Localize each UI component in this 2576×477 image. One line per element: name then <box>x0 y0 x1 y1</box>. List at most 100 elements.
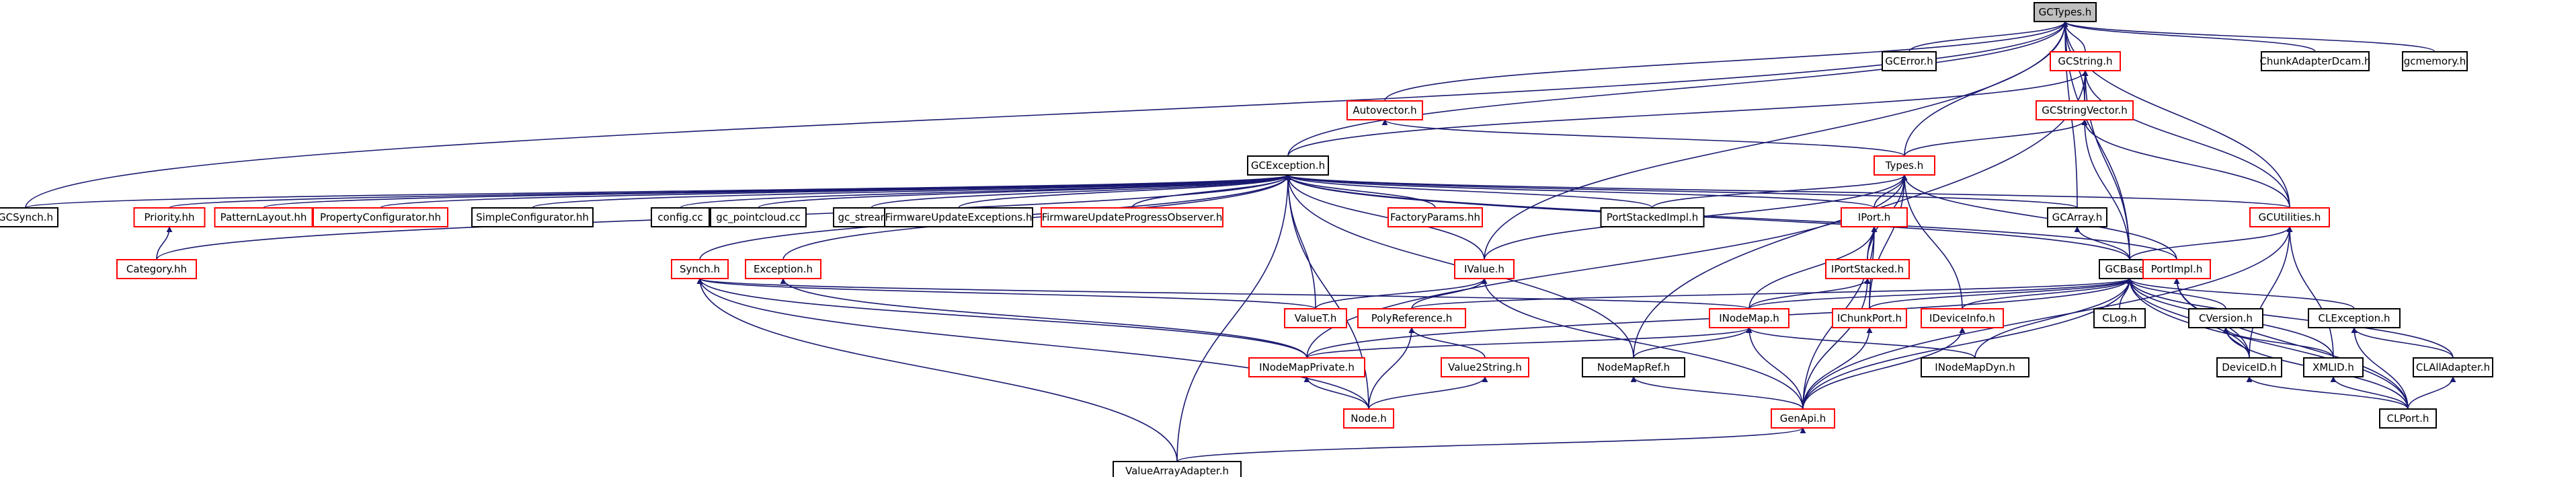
node-gcstringvector[interactable]: GCStringVector.h <box>2036 100 2134 120</box>
node-box-xmlid[interactable] <box>2303 357 2364 377</box>
node-box-exception[interactable] <box>745 259 821 279</box>
node-box-simpleconfig[interactable] <box>471 207 594 227</box>
node-clalladapter[interactable]: CLAllAdapter.h <box>2413 357 2493 377</box>
node-box-priority[interactable] <box>133 207 206 227</box>
node-iportstacked[interactable]: IPortStacked.h <box>1825 259 1910 279</box>
node-box-ideviceinfo[interactable] <box>1921 308 2004 328</box>
node-gcerror[interactable]: GCError.h <box>1882 51 1937 71</box>
node-box-synch[interactable] <box>671 259 729 279</box>
node-box-chunkadapter[interactable] <box>2261 51 2370 71</box>
node-box-ichunkport[interactable] <box>1832 308 1907 328</box>
node-autovector[interactable]: Autovector.h <box>1346 100 1423 120</box>
node-genapi[interactable]: GenApi.h <box>1771 408 1835 429</box>
node-box-patternlayout[interactable] <box>214 207 313 227</box>
node-iport[interactable]: IPort.h <box>1841 207 1908 227</box>
node-box-fwupdateexc[interactable] <box>884 207 1033 227</box>
node-box-portstacked[interactable] <box>1600 207 1705 227</box>
node-gcutilities[interactable]: GCUtilities.h <box>2249 207 2330 227</box>
node-box-iport[interactable] <box>1841 207 1908 227</box>
node-ivalue[interactable]: IValue.h <box>1454 259 1515 279</box>
node-types[interactable]: Types.h <box>1874 155 1935 176</box>
node-gcsynch[interactable]: GCSynch.h <box>0 207 58 227</box>
node-portstacked[interactable]: PortStackedImpl.h <box>1600 207 1705 227</box>
node-patternlayout[interactable]: PatternLayout.hh <box>214 207 313 227</box>
node-synch[interactable]: Synch.h <box>671 259 729 279</box>
node-gcmemory[interactable]: gcmemory.h <box>2402 51 2468 71</box>
node-box-value2string[interactable] <box>1441 357 1529 377</box>
node-box-inodemapprivate[interactable] <box>1248 357 1365 377</box>
node-box-gcpointcloud[interactable] <box>710 207 807 227</box>
node-inodemapdyn[interactable]: INodeMapDyn.h <box>1921 357 2029 377</box>
node-box-valuearrayadapter[interactable] <box>1113 461 1242 477</box>
node-factoryparams[interactable]: FactoryParams.hh <box>1387 207 1483 227</box>
node-exception[interactable]: Exception.h <box>745 259 821 279</box>
node-box-node[interactable] <box>1343 408 1394 429</box>
node-box-polyref[interactable] <box>1357 308 1466 328</box>
node-polyref[interactable]: PolyReference.h <box>1357 308 1466 328</box>
node-config[interactable]: config.cc <box>651 207 710 227</box>
node-box-iportstacked[interactable] <box>1825 259 1910 279</box>
node-box-valuet[interactable] <box>1284 308 1347 328</box>
node-clexception[interactable]: CLException.h <box>2308 308 2401 328</box>
node-inodemapprivate[interactable]: INodeMapPrivate.h <box>1248 357 1365 377</box>
node-nodemapref[interactable]: NodeMapRef.h <box>1582 357 1685 377</box>
node-inodemap[interactable]: INodeMap.h <box>1709 308 1789 328</box>
node-box-types[interactable] <box>1874 155 1935 176</box>
node-box-gcutilities[interactable] <box>2249 207 2330 227</box>
node-box-gcmemory[interactable] <box>2402 51 2468 71</box>
node-gcexception[interactable]: GCException.h <box>1247 155 1329 176</box>
node-value2string[interactable]: Value2String.h <box>1441 357 1529 377</box>
node-clport[interactable]: CLPort.h <box>2379 408 2437 429</box>
node-gcarray[interactable]: GCArray.h <box>2047 207 2107 227</box>
node-cversion[interactable]: CVersion.h <box>2188 308 2263 328</box>
node-box-inodemap[interactable] <box>1709 308 1789 328</box>
node-box-gctypes[interactable] <box>2034 2 2097 22</box>
node-box-config[interactable] <box>651 207 710 227</box>
node-box-clport[interactable] <box>2379 408 2437 429</box>
node-fwupdateobs[interactable]: FirmwareUpdateProgressObserver.h <box>1041 207 1223 227</box>
node-box-autovector[interactable] <box>1346 100 1423 120</box>
node-label-gcstring: GCString.h <box>2058 55 2112 67</box>
node-valuet[interactable]: ValueT.h <box>1284 308 1347 328</box>
node-box-gcstringvector[interactable] <box>2036 100 2134 120</box>
node-ideviceinfo[interactable]: IDeviceInfo.h <box>1921 308 2004 328</box>
node-ichunkport[interactable]: IChunkPort.h <box>1832 308 1907 328</box>
node-box-gcerror[interactable] <box>1882 51 1937 71</box>
node-priority[interactable]: Priority.hh <box>133 207 206 227</box>
node-gctypes[interactable]: GCTypes.h <box>2034 2 2097 22</box>
node-box-genapi[interactable] <box>1771 408 1835 429</box>
node-label-node: Node.h <box>1351 412 1386 425</box>
node-box-inodemapdyn[interactable] <box>1921 357 2029 377</box>
node-portimpl[interactable]: PortImpl.h <box>2142 259 2211 279</box>
node-box-gcarray[interactable] <box>2047 207 2107 227</box>
node-clog[interactable]: CLog.h <box>2093 308 2146 328</box>
node-propertyconfig[interactable]: PropertyConfigurator.hh <box>313 207 448 227</box>
node-fwupdateexc[interactable]: FirmwareUpdateExceptions.h <box>884 207 1033 227</box>
node-category[interactable]: Category.hh <box>116 259 197 279</box>
node-box-portimpl[interactable] <box>2142 259 2211 279</box>
node-gcpointcloud[interactable]: gc_pointcloud.cc <box>710 207 807 227</box>
node-node[interactable]: Node.h <box>1343 408 1394 429</box>
node-box-cversion[interactable] <box>2188 308 2263 328</box>
node-box-clog[interactable] <box>2093 308 2146 328</box>
node-simpleconfig[interactable]: SimpleConfigurator.hh <box>471 207 594 227</box>
node-box-gcstring[interactable] <box>2050 51 2121 71</box>
node-box-clalladapter[interactable] <box>2413 357 2493 377</box>
node-box-gcexception[interactable] <box>1247 155 1329 176</box>
node-gcstring[interactable]: GCString.h <box>2050 51 2121 71</box>
node-xmlid[interactable]: XMLID.h <box>2303 357 2364 377</box>
node-box-category[interactable] <box>116 259 197 279</box>
node-box-factoryparams[interactable] <box>1387 207 1483 227</box>
edge-genapi-to-ichunkport <box>1802 327 1873 410</box>
node-valuearrayadapter[interactable]: ValueArrayAdapter.h <box>1113 461 1242 477</box>
node-box-gcsynch[interactable] <box>0 207 58 227</box>
node-box-deviceid[interactable] <box>2216 357 2282 377</box>
node-box-fwupdateobs[interactable] <box>1041 207 1223 227</box>
node-deviceid[interactable]: DeviceID.h <box>2216 357 2282 377</box>
node-box-nodemapref[interactable] <box>1582 357 1685 377</box>
node-box-clexception[interactable] <box>2308 308 2401 328</box>
node-box-ivalue[interactable] <box>1454 259 1515 279</box>
node-box-propertyconfig[interactable] <box>313 207 448 227</box>
node-chunkadapter[interactable]: ChunkAdapterDcam.h <box>2259 51 2371 71</box>
